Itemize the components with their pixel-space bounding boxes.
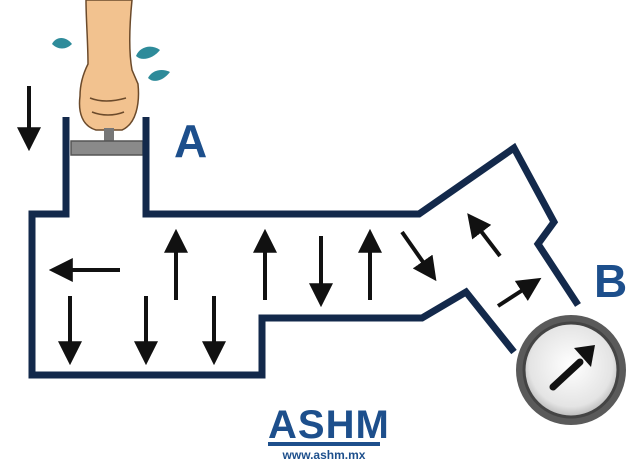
pressure-gauge-icon [516,315,626,425]
pipe-outline [28,117,581,379]
arrow-to-gauge [496,277,542,308]
piston-icon [70,128,144,156]
arrow-diag-up [467,213,502,258]
pressure-arrows [17,86,542,366]
brand-url: www.ashm.mx [282,448,366,462]
brand-logo: ASHM [268,403,390,447]
water-drops-icon [52,38,170,81]
piston-label: A [174,115,208,167]
logo-underline [268,442,380,446]
arrow-diag-down [400,230,437,282]
hand-icon [78,0,140,131]
gauge-label: B [594,255,628,307]
